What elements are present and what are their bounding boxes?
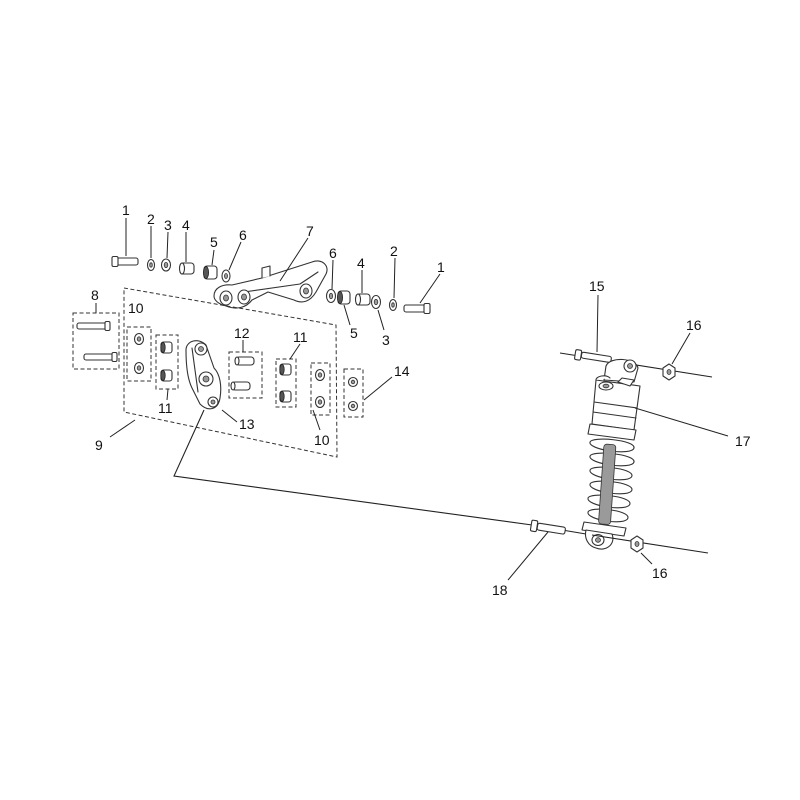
callout-11-right: 11 xyxy=(293,329,308,345)
callout-16-top: 16 xyxy=(686,317,702,333)
callout-2-right: 2 xyxy=(390,243,398,259)
sleeve-set-12 xyxy=(228,340,263,399)
top-bolt-15 xyxy=(574,294,612,363)
left-bearing-5 xyxy=(202,249,218,280)
linkage-kit-frame-9 xyxy=(109,287,338,458)
callout-18: 18 xyxy=(492,582,508,598)
callout-7: 7 xyxy=(306,223,314,239)
left-bushing-4 xyxy=(178,232,195,275)
callout-11-left: 11 xyxy=(158,400,173,416)
right-bushing-4 xyxy=(354,270,371,306)
callout-10-right: 10 xyxy=(314,432,330,448)
top-nut-16 xyxy=(662,332,691,381)
rocker-arm-7 xyxy=(213,237,328,309)
callout-12: 12 xyxy=(234,325,250,341)
callout-2-left: 2 xyxy=(147,211,155,227)
assembly-axis-line xyxy=(173,409,593,536)
right-bolt-1 xyxy=(403,273,441,315)
left-washer-2 xyxy=(146,226,156,272)
shock-absorber-17 xyxy=(581,358,729,550)
bearing-set-11-left xyxy=(155,334,179,401)
washer-set-10-right xyxy=(310,362,331,431)
callout-16-bottom: 16 xyxy=(652,565,668,581)
callout-10-left: 10 xyxy=(128,300,144,316)
callout-1-left: 1 xyxy=(122,202,130,218)
nut-set-14 xyxy=(343,368,393,418)
callout-9: 9 xyxy=(95,437,103,453)
bottom-bolt-18 xyxy=(507,519,566,581)
callout-1-right: 1 xyxy=(437,259,445,275)
right-washer-3 xyxy=(370,294,385,331)
callout-13: 13 xyxy=(239,416,255,432)
callout-3-right: 3 xyxy=(382,332,390,348)
right-spacer-6 xyxy=(325,259,337,304)
callout-14: 14 xyxy=(394,363,410,379)
callout-4-left: 4 xyxy=(182,217,190,233)
washer-set-10-left xyxy=(126,326,152,382)
left-spacer-6 xyxy=(221,241,242,283)
callout-5-right: 5 xyxy=(350,325,358,341)
callout-6-left: 6 xyxy=(239,227,247,243)
callout-5-left: 5 xyxy=(210,234,218,250)
callout-6-right: 6 xyxy=(329,245,337,261)
callout-3-left: 3 xyxy=(164,217,172,233)
callout-17: 17 xyxy=(735,433,751,449)
callout-4-right: 4 xyxy=(357,255,365,271)
callout-8: 8 xyxy=(91,287,99,303)
shock-bottom-axis xyxy=(591,534,709,554)
bottom-nut-16 xyxy=(630,535,653,565)
callout-15: 15 xyxy=(589,278,605,294)
right-washer-2 xyxy=(388,257,398,312)
bearing-set-11-right xyxy=(275,343,301,408)
bolt-set-8 xyxy=(72,303,120,370)
left-bolt-1 xyxy=(111,218,139,268)
left-washer-3 xyxy=(160,231,172,272)
right-bearing-5 xyxy=(336,290,351,326)
linkage-arm-13 xyxy=(185,340,238,423)
